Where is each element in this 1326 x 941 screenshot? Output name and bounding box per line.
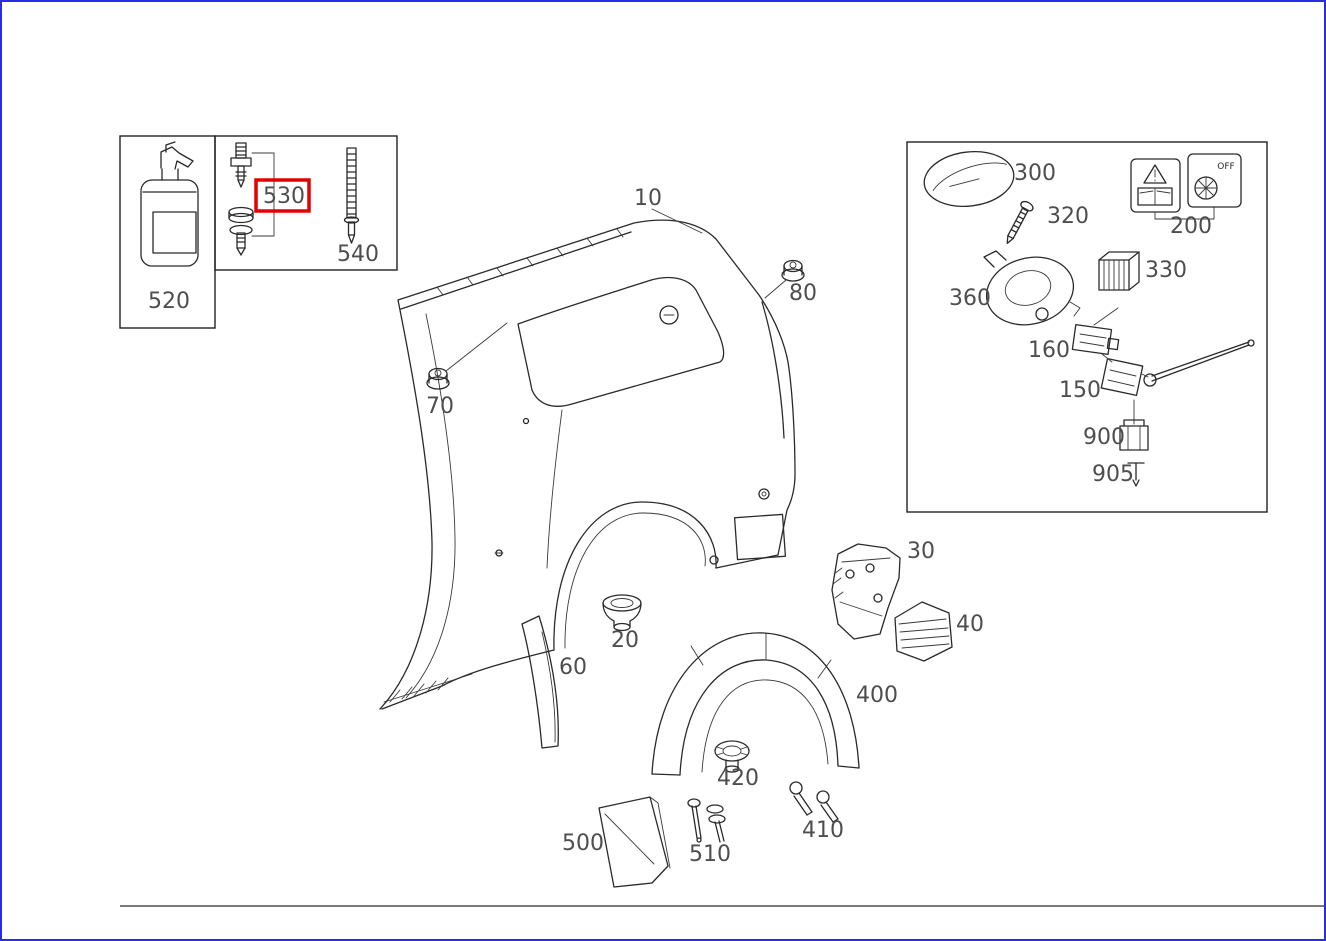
actuator-drawing-160: 160 (1028, 307, 1120, 363)
wheel-arch-liner-drawing-400: 400 (651, 632, 898, 776)
rivets-drawing-410: 410 (789, 781, 844, 843)
nut-drawing-70: 70 (426, 322, 508, 419)
part-label-80[interactable]: 80 (789, 281, 817, 306)
bottle-drawing-520 (140, 141, 199, 267)
screw-drawing-320: 320 (1006, 200, 1089, 244)
pillar-trim-drawing-60: 60 (521, 615, 587, 749)
part-label-20[interactable]: 20 (611, 628, 639, 653)
part-label-30[interactable]: 30 (907, 539, 935, 564)
leader-line-70 (445, 322, 508, 372)
inset-box-fasteners: 530 540 (214, 135, 398, 271)
quarter-panel-drawing-10: 10 (379, 186, 796, 710)
module-drawing-330: 330 (1098, 251, 1187, 291)
part-label-530[interactable]: 530 (263, 184, 305, 209)
part-label-520[interactable]: 520 (148, 289, 190, 314)
part-label-330[interactable]: 330 (1145, 258, 1187, 283)
nut-drawing-80: 80 (764, 259, 817, 306)
part-label-500[interactable]: 500 (562, 831, 604, 856)
part-label-510[interactable]: 510 (689, 842, 731, 867)
inset-box-fuel-filler: 300 320 OFF (906, 141, 1268, 513)
pins-drawing-510: 510 (687, 798, 731, 867)
part-label-360[interactable]: 360 (949, 286, 991, 311)
inset-box-520: 520 (119, 135, 216, 329)
plaque-off-text: OFF (1217, 162, 1234, 172)
part-label-900[interactable]: 900 (1083, 425, 1125, 450)
pin-drawing-905: 905 (1092, 462, 1145, 487)
warning-plaques-drawing-200: OFF 200 (1130, 153, 1242, 239)
filler-housing-drawing-360: 360 (949, 250, 1081, 326)
part-label-320[interactable]: 320 (1047, 204, 1089, 229)
part-label-160[interactable]: 160 (1028, 338, 1070, 363)
part-label-410[interactable]: 410 (802, 818, 844, 843)
mud-flap-drawing-500: 500 (562, 796, 671, 888)
part-label-70[interactable]: 70 (426, 394, 454, 419)
part-label-905[interactable]: 905 (1092, 462, 1134, 487)
leader-line-80 (764, 279, 787, 299)
leader-line-10 (651, 208, 703, 234)
release-actuator-drawing-150: 150 (1059, 339, 1255, 403)
part-label-540[interactable]: 540 (337, 242, 379, 267)
part-label-60[interactable]: 60 (559, 655, 587, 680)
grommet-drawing-20: 20 (602, 594, 642, 653)
inset-box-fuel-filler-frame (906, 141, 1268, 513)
clip-drawing-420: 420 (714, 740, 759, 791)
part-label-150[interactable]: 150 (1059, 378, 1101, 403)
part-label-420[interactable]: 420 (717, 766, 759, 791)
highlight-box-530 (254, 178, 311, 213)
inset-box-fasteners-frame (214, 135, 398, 271)
stud-drawing-530 (228, 142, 275, 256)
clip-drawing-900: 900 (1083, 399, 1149, 451)
part-label-400[interactable]: 400 (856, 683, 898, 708)
bracket-drawing-30: 30 (831, 539, 935, 640)
screw-drawing-540 (343, 147, 360, 244)
vent-drawing-40: 40 (894, 601, 984, 662)
part-label-200[interactable]: 200 (1170, 214, 1212, 239)
part-label-40[interactable]: 40 (956, 612, 984, 637)
part-label-300[interactable]: 300 (1014, 161, 1056, 186)
fuel-flap-drawing-300: 300 (923, 150, 1056, 208)
part-label-10[interactable]: 10 (634, 186, 662, 211)
